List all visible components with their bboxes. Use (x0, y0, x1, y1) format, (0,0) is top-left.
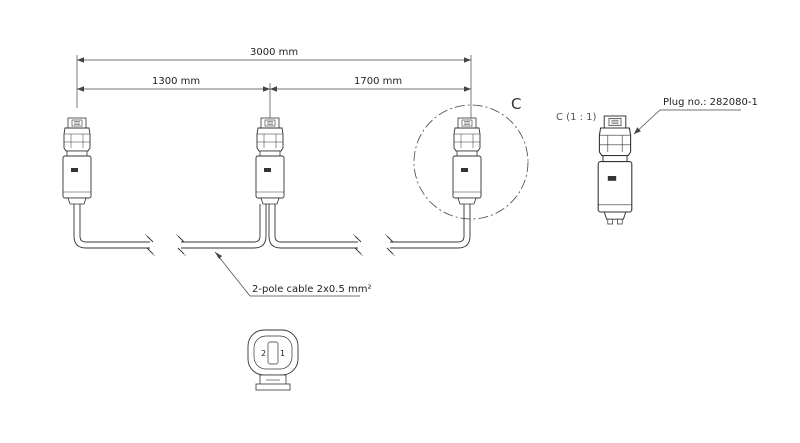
plug-leader (633, 109, 741, 135)
pin-1-label: 1 (280, 349, 286, 358)
connector-left (62, 117, 92, 205)
cable-label: 2-pole cable 2x0.5 mm² (252, 284, 372, 295)
plug-number-label: Plug no.: 282080-1 (663, 97, 758, 108)
pin-2-label: 2 (261, 349, 267, 358)
plug-front-view (247, 329, 299, 391)
dim-total-label: 3000 mm (250, 47, 299, 58)
detail-marker-c: C (511, 95, 522, 113)
detail-circle-c (413, 104, 529, 220)
connector-middle (255, 117, 285, 205)
dim-right-label: 1700 mm (354, 76, 403, 87)
connector-right (452, 117, 482, 205)
cable-break-symbols (144, 233, 396, 257)
cable-leader (214, 251, 360, 297)
dim-left-label: 1300 mm (152, 76, 201, 87)
detail-view-c (597, 115, 633, 225)
cable-harness (73, 204, 471, 249)
dimension-lines (76, 55, 472, 118)
detail-scale-label: C (1 : 1) (556, 112, 597, 123)
